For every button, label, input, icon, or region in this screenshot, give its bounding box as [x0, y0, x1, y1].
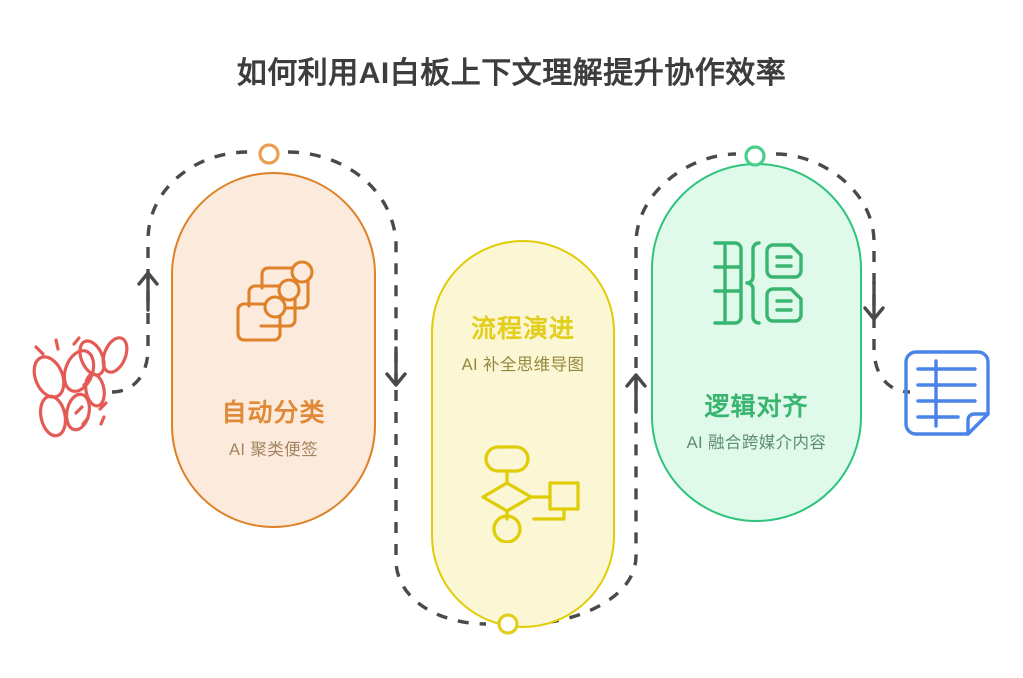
- card-shape-orange: [171, 172, 376, 528]
- card-title-logic-align: 逻辑对齐: [704, 392, 809, 421]
- card-flow-evolution[interactable]: 流程演进 AI 补全思维导图: [431, 240, 615, 628]
- card-subtitle-flow-evolution: AI 补全思维导图: [461, 356, 585, 375]
- card-title-auto-classify: 自动分类: [221, 399, 326, 428]
- dashed-flow-path: [111, 150, 911, 626]
- stacked-sticky-notes-icon: [235, 260, 314, 342]
- card-title-flow-evolution: 流程演进: [470, 315, 575, 343]
- card-shape-green: [651, 163, 862, 522]
- path-arrowheads: [137, 271, 885, 414]
- card-logic-align[interactable]: 逻辑对齐 AI 融合跨媒介内容: [651, 163, 862, 522]
- card-shape-yellow: [431, 240, 615, 628]
- card-auto-classify[interactable]: 自动分类 AI 聚类便签: [171, 172, 376, 528]
- card-subtitle-logic-align: AI 融合跨媒介内容: [686, 433, 827, 452]
- card-subtitle-auto-classify: AI 聚类便签: [229, 440, 318, 459]
- flowchart-icon: [481, 445, 580, 544]
- page-title: 如何利用AI白板上下文理解提升协作效率: [236, 57, 787, 90]
- content-merge-icon: [712, 241, 803, 325]
